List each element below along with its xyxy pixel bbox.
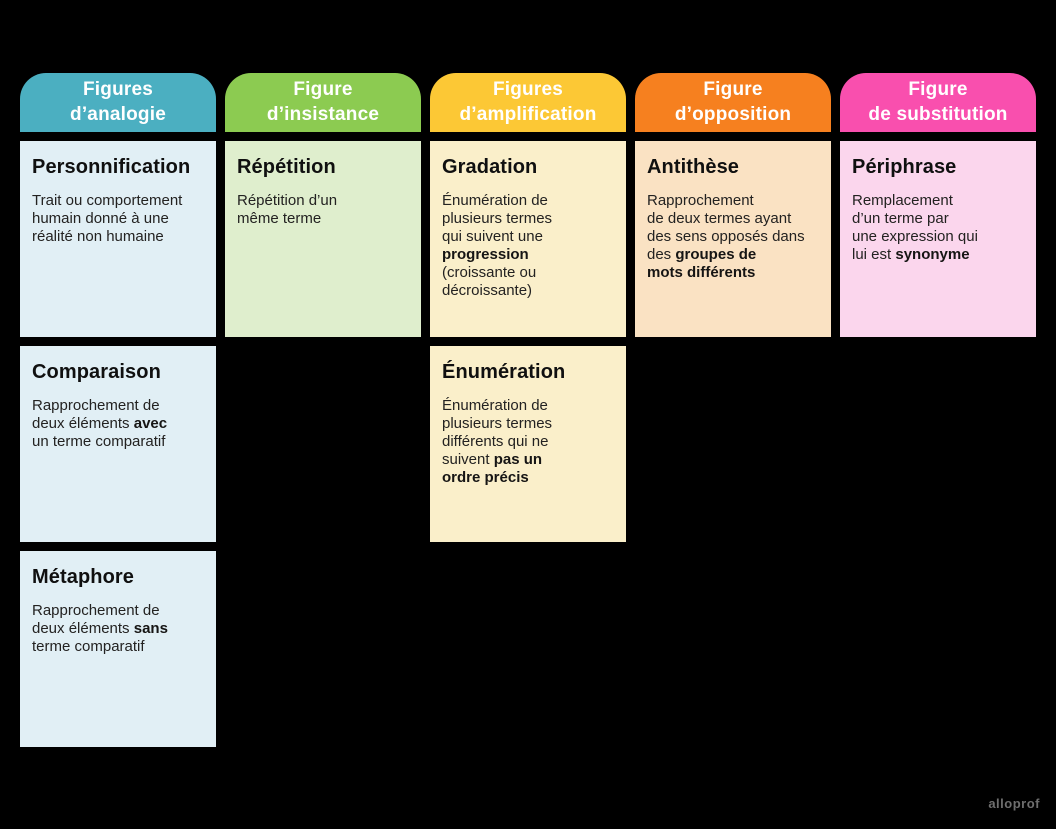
card-title-periphrase: Périphrase [852, 156, 957, 178]
card-periphrase: Périphrase Remplacement d’un terme par u… [840, 141, 1036, 337]
card-body-enumeration: Énumération de plusieurs termes différen… [442, 397, 553, 486]
card-title-metaphore: Métaphore [32, 566, 135, 588]
card-body-gradation: Énumération de plusieurs termes qui suiv… [442, 192, 553, 299]
column-figures-amplification: Figures d’amplification Gradation Énumér… [430, 73, 626, 747]
card-antithese: Antithèse Rapprochement de deux termes a… [635, 141, 831, 337]
card-body-antithese: Rapprochement de deux termes ayant des s… [647, 192, 805, 281]
card-title-antithese: Antithèse [647, 156, 740, 178]
card-title-repetition: Répétition [237, 156, 336, 178]
card-title-enumeration: Énumération [442, 361, 566, 383]
card-title-comparaison: Comparaison [32, 361, 161, 383]
column-header-figure-opposition: Figure d’opposition [635, 73, 831, 132]
column-figure-substitution: Figure de substitution Périphrase Rempla… [840, 73, 1036, 747]
column-header-figures-analogie: Figures d’analogie [20, 73, 216, 132]
card-body-comparaison: Rapprochement de deux éléments avec un t… [32, 397, 168, 450]
card-body-periphrase: Remplacement d’un terme par une expressi… [852, 192, 978, 263]
card-title-personnification: Personnification [32, 156, 191, 178]
column-figure-opposition: Figure d’opposition Antithèse Rapprochem… [635, 73, 831, 747]
card-body-repetition: Répétition d’un même terme [237, 192, 338, 227]
card-body-personnification: Trait ou comportement humain donné à une… [32, 192, 183, 245]
column-header-figure-substitution: Figure de substitution [840, 73, 1036, 132]
card-personnification: Personnification Trait ou comportement h… [20, 141, 216, 337]
card-body-metaphore: Rapprochement de deux éléments sans term… [32, 602, 168, 655]
card-title-gradation: Gradation [442, 156, 538, 178]
figures-de-style-board: Figures d’analogie Personnification Trai… [20, 73, 1036, 747]
card-enumeration: Énumération Énumération de plusieurs ter… [430, 346, 626, 542]
column-figures-analogie: Figures d’analogie Personnification Trai… [20, 73, 216, 747]
card-repetition: Répétition Répétition d’un même terme [225, 141, 421, 337]
card-comparaison: Comparaison Rapprochement de deux élémen… [20, 346, 216, 542]
column-figure-insistance: Figure d’insistance Répétition Répétitio… [225, 73, 421, 747]
column-header-figures-amplification: Figures d’amplification [430, 73, 626, 132]
card-metaphore: Métaphore Rapprochement de deux éléments… [20, 551, 216, 747]
card-gradation: Gradation Énumération de plusieurs terme… [430, 141, 626, 337]
alloprof-logo: alloprof [988, 796, 1040, 811]
column-header-figure-insistance: Figure d’insistance [225, 73, 421, 132]
